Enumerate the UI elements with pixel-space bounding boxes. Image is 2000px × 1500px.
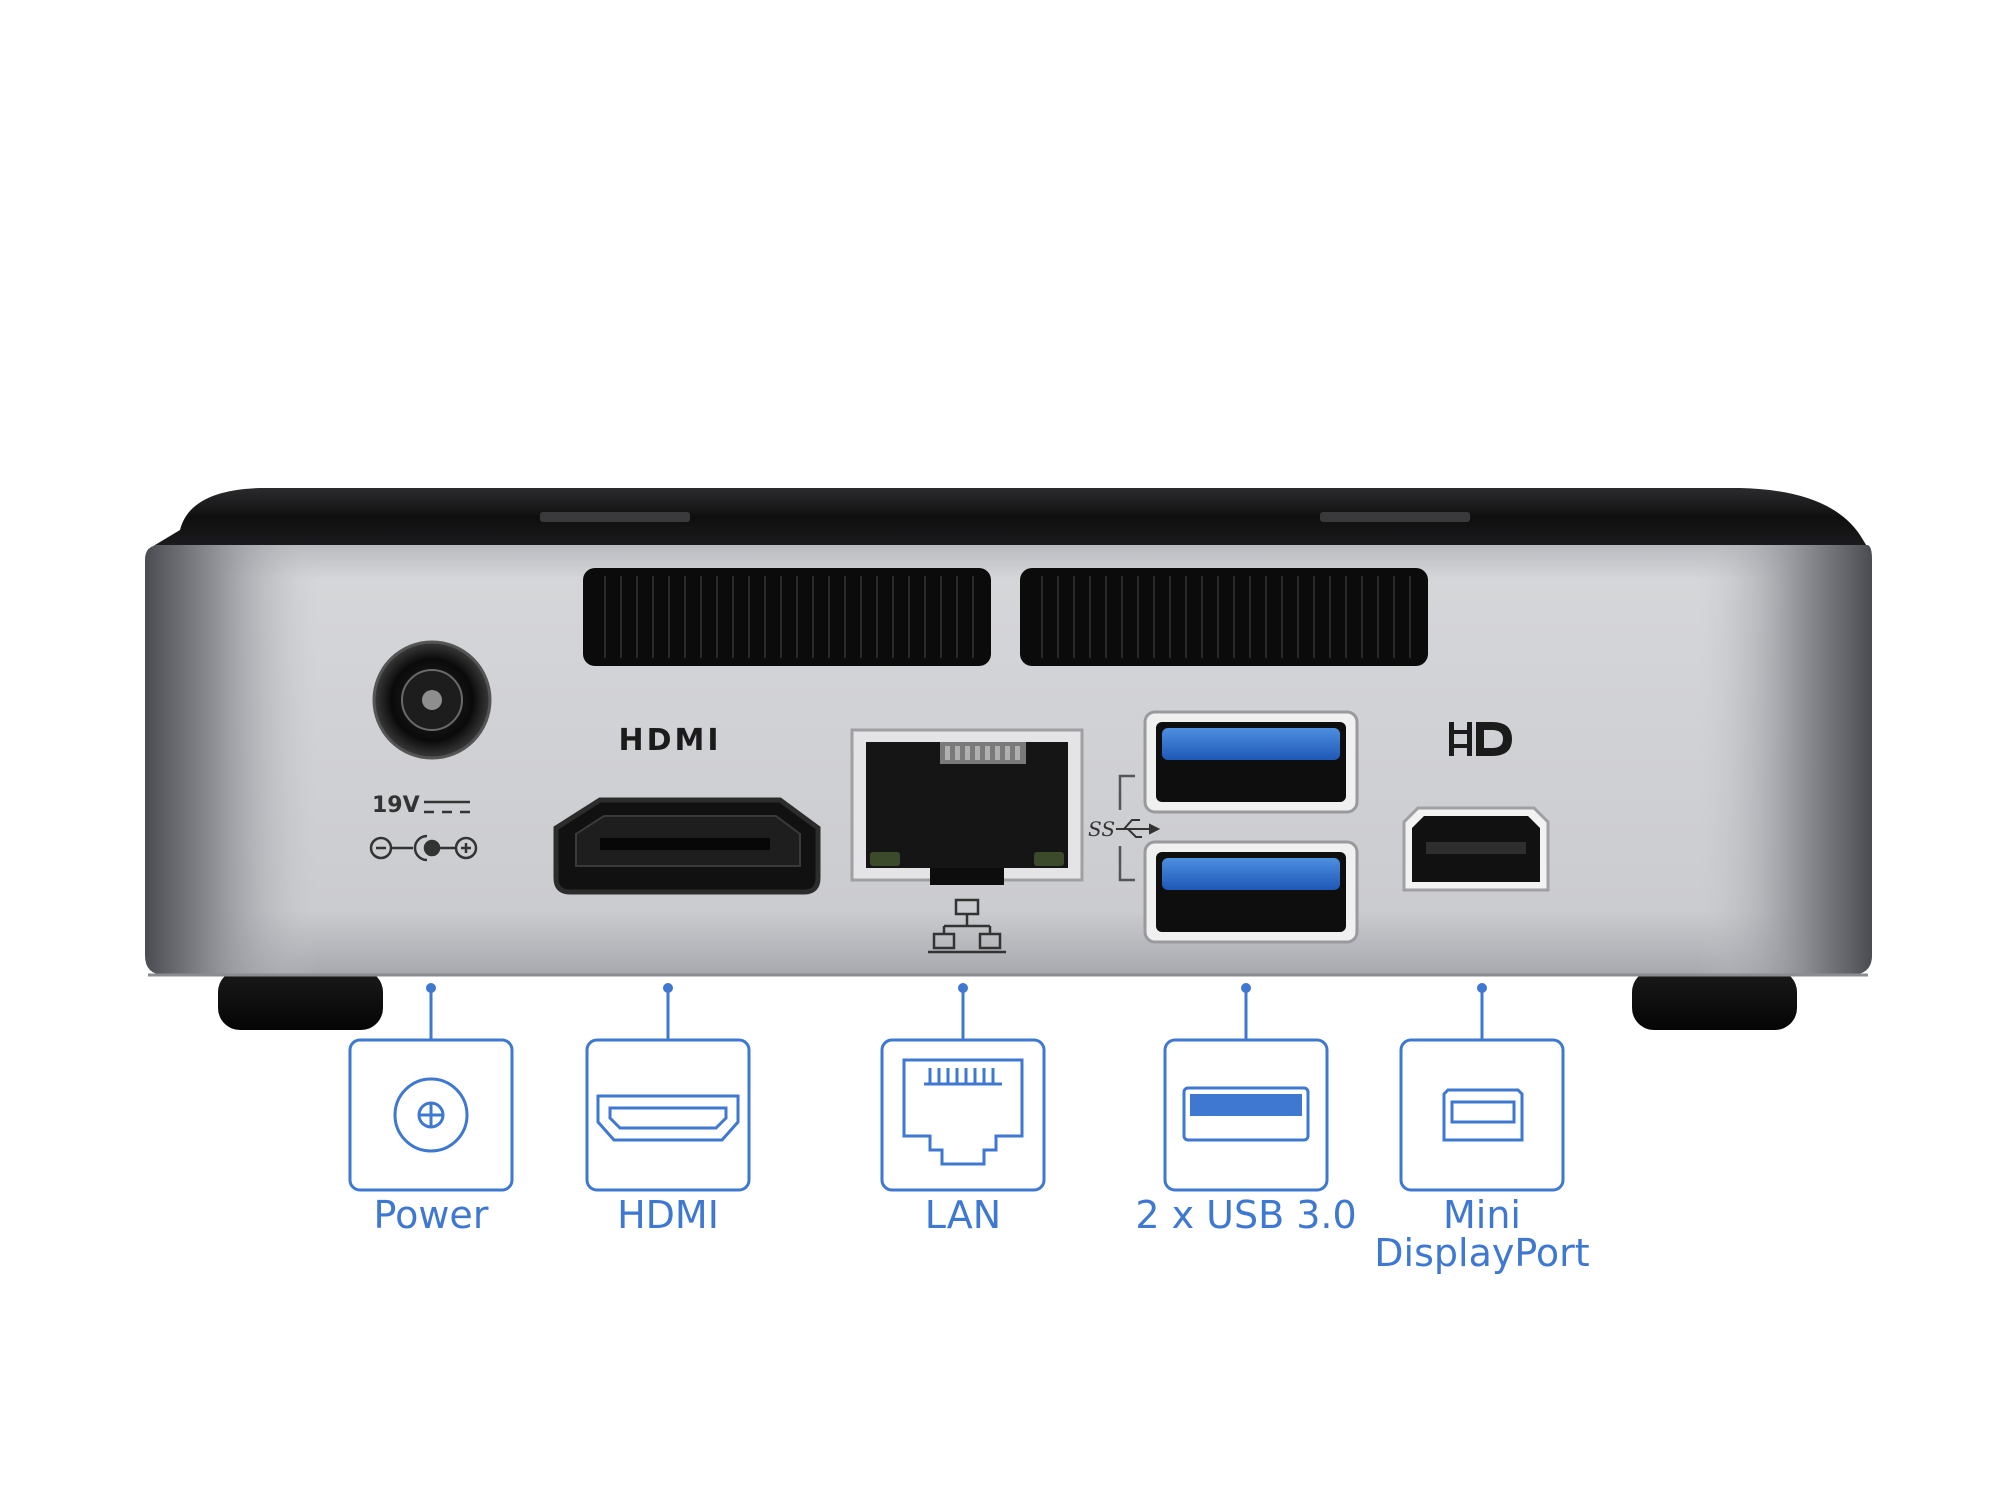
usb-port-bottom [1143,840,1359,944]
usb-port-icon [1182,1086,1310,1142]
hdmi-logo: HDMI [618,723,721,758]
port-label-minidp: Mini DisplayPort [1374,1193,1590,1275]
chassis-top [150,488,1868,548]
usb-trident-icon [1116,819,1161,838]
port-label-hdmi: HDMI [617,1193,719,1237]
port-label-lan: LAN [924,1193,1002,1237]
lan-pin [1005,746,1010,760]
lan-pin [995,746,1000,760]
icon-box-usb [1163,1038,1329,1192]
icon-box-power [348,1038,514,1192]
left-foot [218,970,383,1030]
power-jack [372,640,492,760]
ethernet-port-icon [902,1058,1024,1166]
vent-right [1020,568,1428,666]
icon-box-lan [880,1038,1046,1192]
displayport-logo [1449,722,1512,756]
mini-displayport-port [1402,806,1550,892]
dc-symbol-icon [424,800,470,814]
port-label-usb: 2 x USB 3.0 [1135,1193,1357,1237]
power-rating-text: 19V [372,793,420,818]
hdmi-port-icon [596,1094,740,1142]
icon-box-minidp [1399,1038,1565,1192]
lan-port [850,728,1084,885]
lan-pin [945,746,950,760]
usb-ss-bracket [1118,774,1135,882]
lan-pin [1015,746,1020,760]
lan-pin [955,746,960,760]
lan-pin [975,746,980,760]
network-symbol-icon [928,898,1006,954]
mini-displayport-icon [1442,1088,1524,1142]
polarity-symbol-icon [369,834,478,862]
right-foot [1632,970,1797,1030]
power-jack-icon [393,1077,469,1153]
usb-ss-mark: SS [1088,817,1115,841]
hdmi-port [553,797,821,895]
usb-port-top [1143,710,1359,814]
vent-left [583,568,991,666]
lan-pin [985,746,990,760]
port-label-power: Power [373,1193,489,1237]
icon-box-hdmi [585,1038,751,1192]
lan-pin [965,746,970,760]
